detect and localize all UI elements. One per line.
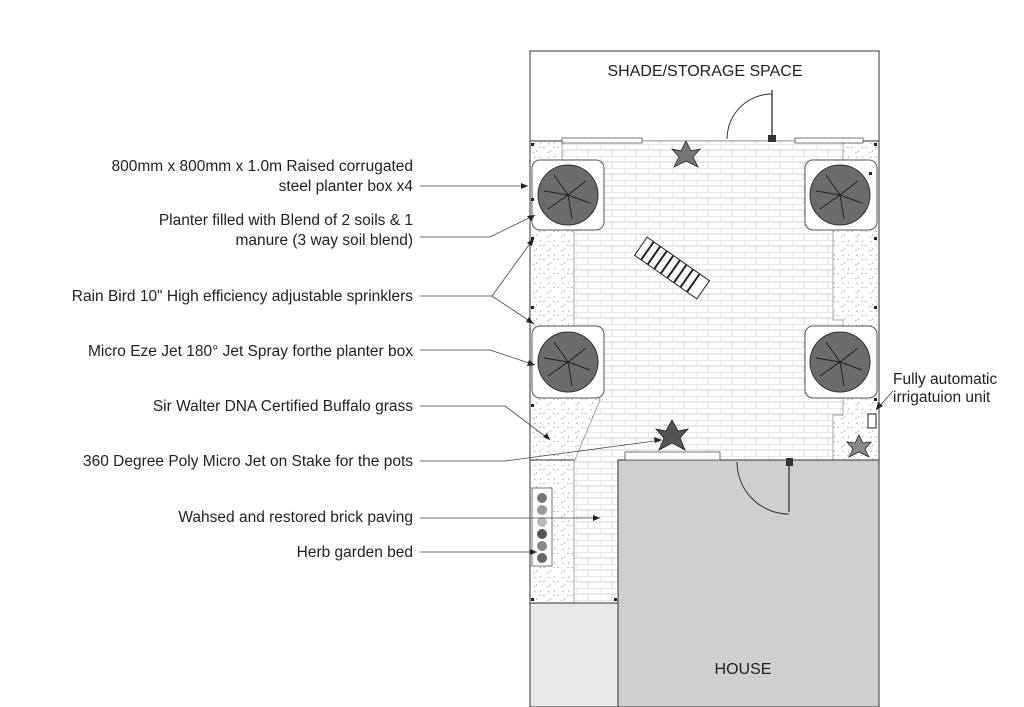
irrigation-unit-icon — [867, 413, 877, 429]
planter-box-label-line-2: steel planter box x4 — [279, 178, 414, 195]
shade-door — [561, 90, 864, 144]
sun-lounger-icon — [633, 236, 711, 300]
soil-blend-label-line-2: manure (3 way soil blend) — [236, 232, 413, 249]
herb-garden-label: Herb garden bed — [297, 544, 413, 561]
house-label: HOUSE — [715, 661, 772, 678]
house-footprint — [617, 459, 880, 707]
sprinkler-icon — [531, 143, 877, 601]
sprinklers-label: Rain Bird 10" High efficiency adjustable… — [72, 288, 413, 305]
poly-micro-jet-label: 360 Degree Poly Micro Jet on Stake for t… — [83, 453, 413, 470]
planter-box-label-line-1: 800mm x 800mm x 1.0m Raised corrugated — [111, 158, 413, 175]
buffalo-grass-label: Sir Walter DNA Certified Buffalo grass — [153, 398, 413, 415]
irrigation-unit-label-line-2: irrigatuion unit — [893, 389, 991, 406]
neighbour-area — [529, 602, 619, 707]
shade-storage-structure — [529, 50, 880, 142]
planter-box-top-left — [531, 159, 605, 231]
micro-jet-spray-label: Micro Eze Jet 180° Jet Spray forthe plan… — [88, 343, 413, 360]
herb-garden-bed — [531, 487, 553, 567]
house-door — [624, 451, 793, 515]
irrigation-unit-label-line-1: Fully automatic — [893, 371, 997, 388]
planter-box-bottom-left — [531, 325, 605, 399]
annotation-labels: 800mm x 800mm x 1.0m Raised corrugated s… — [72, 158, 998, 561]
planter-box-top-right — [804, 159, 878, 231]
soil-blend-label-line-1: Planter filled with Blend of 2 soils & 1 — [159, 212, 413, 229]
leader-lines — [420, 183, 894, 555]
planter-box-bottom-right — [804, 325, 878, 399]
potted-plant-icon — [654, 140, 872, 458]
shade-storage-label: SHADE/STORAGE SPACE — [607, 63, 802, 80]
brick-paving-label: Wahsed and restored brick paving — [178, 509, 413, 526]
